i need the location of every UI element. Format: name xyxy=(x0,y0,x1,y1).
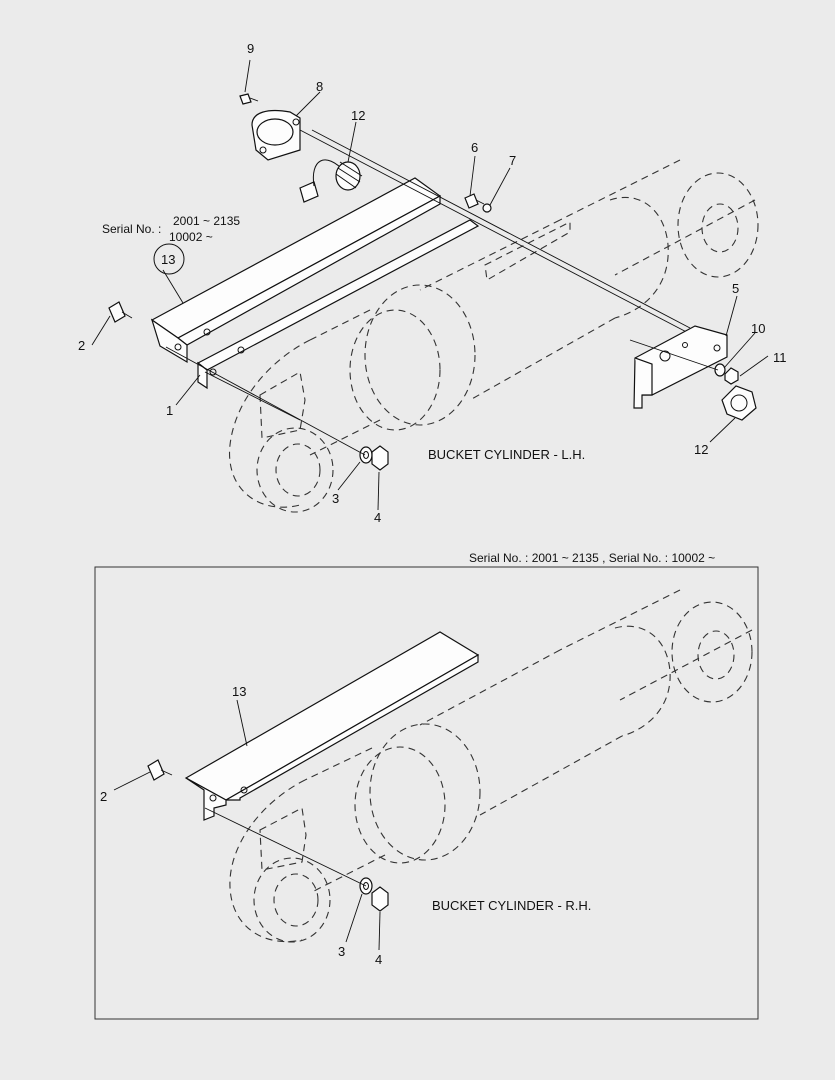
callout-2-top: 2 xyxy=(78,338,85,353)
callout-6: 6 xyxy=(471,140,478,155)
callout-5: 5 xyxy=(732,281,739,296)
leader-lines-bottom xyxy=(113,699,381,951)
bottom-view: 13 2 3 4 BUCKET CYLINDER - R.H. xyxy=(100,589,753,967)
callout-11: 11 xyxy=(773,350,787,365)
washer-10 xyxy=(714,363,726,377)
connector-12 xyxy=(299,159,363,203)
bucket-cylinder-lh-phantom xyxy=(229,159,759,513)
bolt-6 xyxy=(464,193,492,213)
callout-12-top: 12 xyxy=(351,108,365,123)
caption-rh: BUCKET CYLINDER - R.H. xyxy=(432,898,591,913)
detail-frame xyxy=(94,566,759,1020)
serial-info-bottom: Serial No. : 2001 ~ 2135 , Serial No. : … xyxy=(469,551,715,565)
callout-4-top: 4 xyxy=(374,510,381,525)
bolt-2 xyxy=(108,301,133,323)
top-view: 9 8 12 6 7 13 2 5 10 11 1 12 3 4 Serial … xyxy=(78,41,787,525)
callout-8: 8 xyxy=(316,79,323,94)
caption-lh: BUCKET CYLINDER - L.H. xyxy=(428,447,585,462)
serial-prefix-top: Serial No. : xyxy=(102,222,161,236)
callout-13-circle xyxy=(153,243,185,275)
callout-3-rh: 3 xyxy=(338,944,345,959)
guard-plate-13-rh xyxy=(184,631,480,821)
callout-13: 13 xyxy=(161,252,175,267)
large-nut-12 xyxy=(721,385,757,421)
callout-3-top: 3 xyxy=(332,491,339,506)
callout-2-rh: 2 xyxy=(100,789,107,804)
callout-9: 9 xyxy=(247,41,254,56)
callout-7: 7 xyxy=(509,153,516,168)
nut-11 xyxy=(724,367,739,385)
washer-3 xyxy=(359,446,373,464)
bolt-2-rh xyxy=(147,759,173,781)
nut-4 xyxy=(371,445,389,471)
nut-4-rh xyxy=(371,886,389,912)
callout-10: 10 xyxy=(751,321,765,336)
callout-4-rh: 4 xyxy=(375,952,382,967)
leader-lines-top xyxy=(91,59,769,511)
guard-plate-13 xyxy=(150,177,442,364)
serial-range-2-top: 10002 ~ xyxy=(169,230,213,244)
mounting-bracket-5 xyxy=(633,325,728,409)
bucket-cylinder-rh-phantom xyxy=(229,589,753,943)
callout-13-rh: 13 xyxy=(232,684,246,699)
callout-12-bottom: 12 xyxy=(694,442,708,457)
callout-1: 1 xyxy=(166,403,173,418)
serial-range-1-top: 2001 ~ 2135 xyxy=(173,214,240,228)
sensor-8 xyxy=(239,93,301,161)
